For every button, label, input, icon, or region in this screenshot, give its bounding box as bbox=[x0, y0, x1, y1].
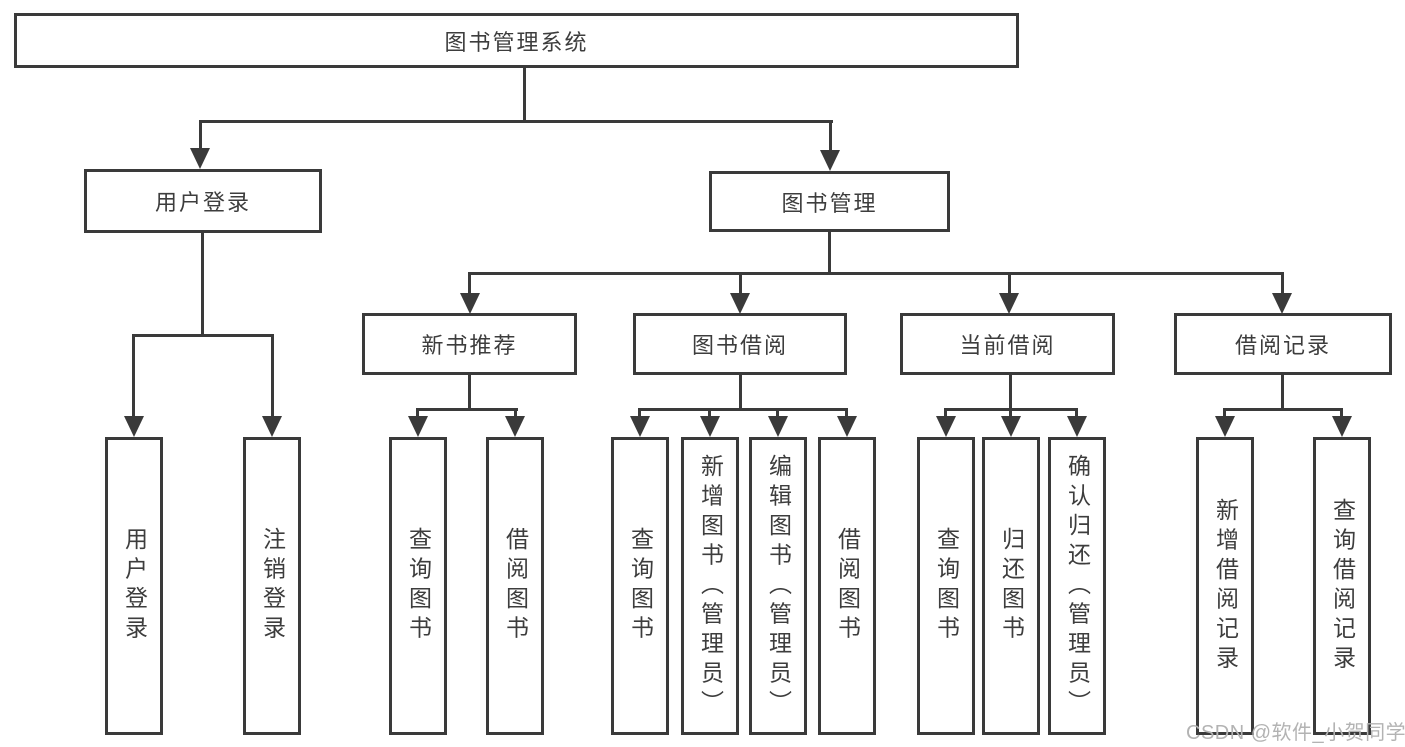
leaf-logout-label: 注销登录 bbox=[259, 527, 286, 645]
arrow-down-icon bbox=[700, 416, 720, 437]
leaf-query-books-current: 查询图书 bbox=[917, 437, 975, 735]
connector-line bbox=[199, 120, 833, 123]
node-user-login-label: 用户登录 bbox=[154, 190, 251, 215]
connector-line bbox=[1223, 408, 1226, 420]
leaf-add-books-admin-label: 新增图书（管理员） bbox=[697, 453, 724, 719]
connector-line bbox=[201, 233, 204, 337]
leaf-return-books: 归还图书 bbox=[982, 437, 1040, 735]
leaf-edit-books-admin: 编辑图书（管理员） bbox=[749, 437, 807, 735]
connector-line bbox=[1224, 408, 1343, 411]
connector-line bbox=[1075, 408, 1078, 420]
connector-line bbox=[739, 272, 742, 297]
arrow-down-icon bbox=[262, 416, 282, 437]
leaf-query-borrow-record-label: 查询借阅记录 bbox=[1329, 497, 1356, 675]
leaf-add-books-admin: 新增图书（管理员） bbox=[681, 437, 739, 735]
leaf-edit-books-admin-label: 编辑图书（管理员） bbox=[765, 453, 792, 719]
arrow-down-icon bbox=[837, 416, 857, 437]
node-book-borrowing-label: 图书借阅 bbox=[691, 333, 788, 358]
leaf-borrow-books-borrowing-label: 借阅图书 bbox=[834, 527, 861, 645]
arrow-down-icon bbox=[505, 416, 525, 437]
leaf-return-books-label: 归还图书 bbox=[998, 527, 1025, 645]
arrow-down-icon bbox=[936, 416, 956, 437]
connector-line bbox=[132, 334, 274, 337]
connector-line bbox=[828, 232, 831, 275]
arrow-down-icon bbox=[1001, 416, 1021, 437]
node-current-borrowing: 当前借阅 bbox=[900, 313, 1115, 375]
csdn-watermark: CSDN @软件_小贺同学 bbox=[1186, 722, 1405, 744]
arrow-down-icon bbox=[820, 150, 840, 171]
arrow-down-icon bbox=[999, 293, 1019, 314]
connector-line bbox=[1009, 375, 1012, 411]
arrow-down-icon bbox=[1067, 416, 1087, 437]
connector-line bbox=[132, 334, 135, 417]
arrow-down-icon bbox=[124, 416, 144, 437]
arrow-down-icon bbox=[408, 416, 428, 437]
leaf-query-books-borrowing-label: 查询图书 bbox=[627, 527, 654, 645]
node-book-borrowing: 图书借阅 bbox=[633, 313, 847, 375]
arrow-down-icon bbox=[768, 416, 788, 437]
leaf-borrow-books-rec: 借阅图书 bbox=[486, 437, 544, 735]
arrow-down-icon bbox=[630, 416, 650, 437]
connector-line bbox=[271, 334, 274, 417]
node-borrowing-records: 借阅记录 bbox=[1174, 313, 1392, 375]
connector-line bbox=[417, 408, 518, 411]
arrow-down-icon bbox=[730, 293, 750, 314]
connector-line bbox=[845, 408, 848, 420]
arrow-down-icon bbox=[190, 148, 210, 169]
leaf-user-login-label: 用户登录 bbox=[121, 527, 148, 645]
connector-line bbox=[523, 66, 526, 123]
leaf-query-books-rec-label: 查询图书 bbox=[405, 527, 432, 645]
arrow-down-icon bbox=[1215, 416, 1235, 437]
leaf-logout: 注销登录 bbox=[243, 437, 301, 735]
connector-line bbox=[1281, 272, 1284, 297]
leaf-borrow-books-borrowing: 借阅图书 bbox=[818, 437, 876, 735]
leaf-borrow-books-rec-label: 借阅图书 bbox=[502, 527, 529, 645]
node-root-label: 图书管理系统 bbox=[444, 29, 589, 55]
connector-line bbox=[829, 120, 832, 153]
leaf-query-books-current-label: 查询图书 bbox=[933, 527, 960, 645]
node-new-book-recommendation-label: 新书推荐 bbox=[421, 333, 518, 358]
connector-line bbox=[944, 408, 947, 420]
node-book-management: 图书管理 bbox=[709, 171, 950, 232]
connector-line bbox=[468, 272, 471, 297]
connector-line bbox=[1008, 272, 1011, 297]
leaf-confirm-return-admin: 确认归还（管理员） bbox=[1048, 437, 1106, 735]
connector-line bbox=[199, 120, 202, 152]
leaf-query-books-borrowing: 查询图书 bbox=[611, 437, 669, 735]
connector-line bbox=[416, 408, 419, 420]
node-borrowing-records-label: 借阅记录 bbox=[1234, 333, 1331, 358]
connector-line bbox=[776, 408, 779, 420]
arrow-down-icon bbox=[460, 293, 480, 314]
arrow-down-icon bbox=[1272, 293, 1292, 314]
connector-line bbox=[638, 408, 641, 420]
leaf-query-borrow-record: 查询借阅记录 bbox=[1313, 437, 1371, 735]
node-user-login: 用户登录 bbox=[84, 169, 322, 233]
connector-line bbox=[514, 408, 517, 420]
leaf-query-books-rec: 查询图书 bbox=[389, 437, 447, 735]
arrow-down-icon bbox=[1332, 416, 1352, 437]
connector-line bbox=[708, 408, 711, 420]
leaf-confirm-return-admin-label: 确认归还（管理员） bbox=[1064, 453, 1091, 719]
connector-line bbox=[468, 272, 1284, 275]
connector-line bbox=[1281, 375, 1284, 411]
leaf-user-login: 用户登录 bbox=[105, 437, 163, 735]
connector-line bbox=[1340, 408, 1343, 420]
leaf-add-borrow-record: 新增借阅记录 bbox=[1196, 437, 1254, 735]
node-root: 图书管理系统 bbox=[14, 13, 1019, 68]
connector-line bbox=[1009, 408, 1012, 420]
connector-line bbox=[468, 375, 471, 411]
connector-line bbox=[639, 408, 848, 411]
node-book-management-label: 图书管理 bbox=[781, 190, 878, 216]
node-new-book-recommendation: 新书推荐 bbox=[362, 313, 577, 375]
connector-line bbox=[739, 375, 742, 411]
leaf-add-borrow-record-label: 新增借阅记录 bbox=[1212, 497, 1239, 675]
node-current-borrowing-label: 当前借阅 bbox=[959, 333, 1056, 358]
